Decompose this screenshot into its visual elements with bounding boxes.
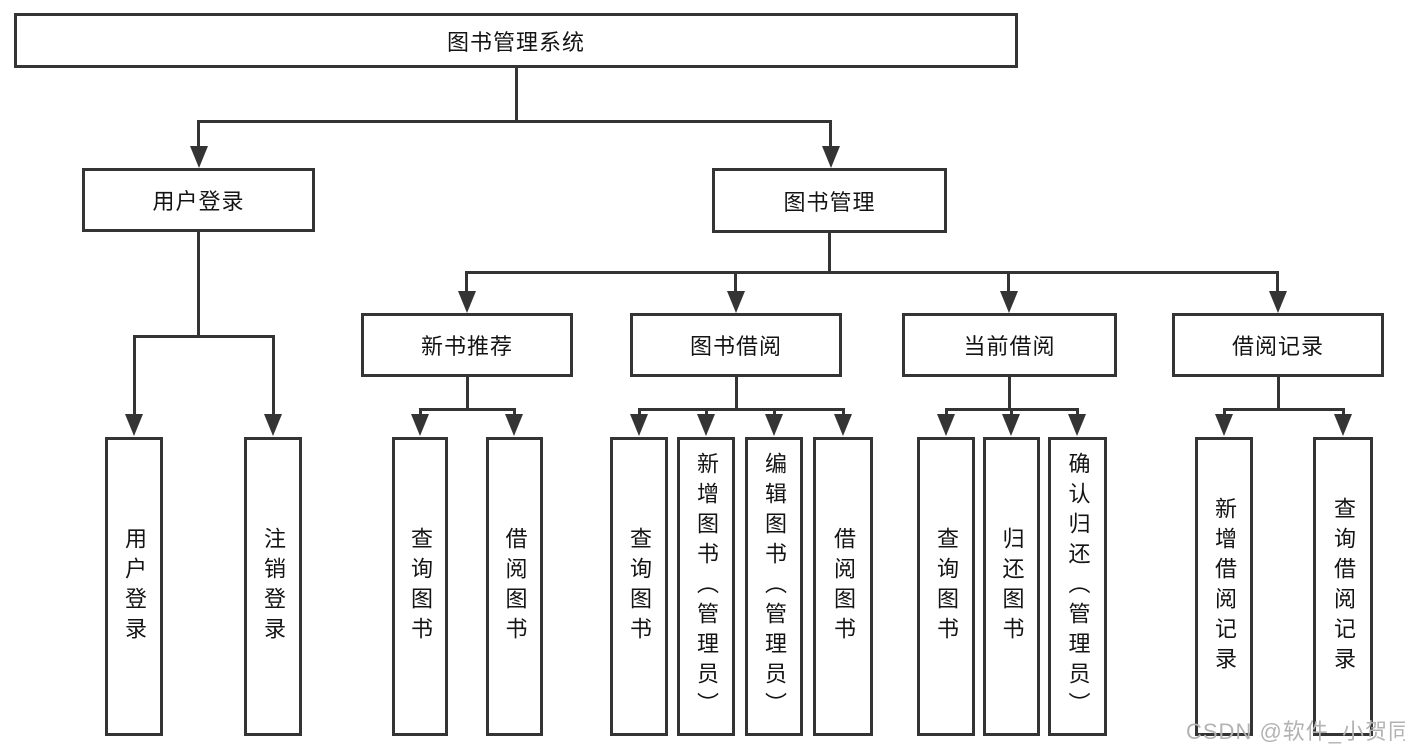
arrow-down-icon <box>1002 414 1020 436</box>
connector-line <box>829 120 832 146</box>
csdn-watermark: CSDN @软件_小贺同学 <box>1186 719 1405 744</box>
connector-line <box>1223 408 1226 416</box>
leaf-label: 注销登录 <box>261 526 286 647</box>
leaf-label: 新增借阅记录 <box>1212 496 1237 677</box>
connector-line <box>1010 408 1013 416</box>
leaf-logout: 注销登录 <box>244 437 302 736</box>
leaf-add-books-admin: 新增图书（管理员） <box>677 437 735 736</box>
connector-line <box>638 408 845 411</box>
connector-line <box>197 231 200 335</box>
connector-line <box>638 408 641 416</box>
connector-line <box>1076 408 1079 416</box>
connector-line <box>465 271 1279 274</box>
arrow-down-icon <box>264 414 282 436</box>
leaf-label: 查询图书 <box>408 526 433 647</box>
arrow-down-icon <box>630 414 648 436</box>
connector-line <box>515 67 518 120</box>
arrow-down-icon <box>1000 291 1018 313</box>
leaf-query-books: 查询图书 <box>610 437 668 736</box>
node-library-management-system: 图书管理系统 <box>14 13 1018 68</box>
connector-line <box>734 271 737 291</box>
leaf-label: 查询图书 <box>934 526 959 647</box>
connector-line <box>466 376 469 408</box>
leaf-query-borrow-record: 查询借阅记录 <box>1313 437 1373 736</box>
connector-line <box>1277 376 1280 408</box>
connector-line <box>133 335 136 414</box>
arrow-down-icon <box>458 291 476 313</box>
node-book-borrowing: 图书借阅 <box>630 313 842 377</box>
arrow-down-icon <box>1334 414 1352 436</box>
arrow-down-icon <box>411 414 429 436</box>
connector-line <box>735 376 738 408</box>
leaf-return-books: 归还图书 <box>983 437 1040 736</box>
connector-line <box>465 271 468 291</box>
arrow-down-icon <box>1215 414 1233 436</box>
leaf-label: 新增图书（管理员） <box>694 451 719 722</box>
arrow-down-icon <box>765 414 783 436</box>
leaf-label: 用户登录 <box>122 526 147 647</box>
node-new-book-recommendation: 新书推荐 <box>361 313 573 377</box>
node-user-login: 用户登录 <box>82 168 315 232</box>
connector-line <box>1007 271 1010 291</box>
arrow-down-icon <box>1269 291 1287 313</box>
node-borrowing-records: 借阅记录 <box>1172 313 1384 377</box>
arrow-down-icon <box>822 146 840 168</box>
connector-line <box>197 120 832 123</box>
connector-line <box>513 408 516 416</box>
leaf-borrow-books: 借阅图书 <box>813 437 873 736</box>
leaf-query-books: 查询图书 <box>917 437 975 736</box>
leaf-label: 借阅图书 <box>502 526 528 647</box>
connector-line <box>272 335 275 414</box>
leaf-edit-books-admin: 编辑图书（管理员） <box>745 437 803 736</box>
leaf-label: 确认归还（管理员） <box>1065 451 1091 722</box>
connector-line <box>1008 376 1011 408</box>
arrow-down-icon <box>834 414 852 436</box>
connector-line <box>1342 408 1345 416</box>
arrow-down-icon <box>125 414 143 436</box>
connector-line <box>705 408 708 416</box>
node-current-borrowing: 当前借阅 <box>902 313 1117 377</box>
arrow-down-icon <box>727 291 745 313</box>
node-book-management: 图书管理 <box>712 168 947 233</box>
arrow-down-icon <box>1068 414 1086 436</box>
leaf-borrow-books: 借阅图书 <box>486 437 543 736</box>
leaf-label: 查询借阅记录 <box>1331 496 1356 677</box>
connector-line <box>419 408 516 411</box>
arrow-down-icon <box>190 146 208 168</box>
connector-line <box>133 335 275 338</box>
leaf-label: 编辑图书（管理员） <box>762 451 787 722</box>
leaf-query-books: 查询图书 <box>392 437 448 736</box>
connector-line <box>945 408 948 416</box>
connector-line <box>842 408 845 416</box>
arrow-down-icon <box>937 414 955 436</box>
connector-line <box>197 120 200 146</box>
leaf-confirm-return-admin: 确认归还（管理员） <box>1048 437 1107 736</box>
leaf-label: 查询图书 <box>627 526 652 647</box>
connector-line <box>419 408 422 416</box>
leaf-user-login: 用户登录 <box>105 437 163 736</box>
leaf-label: 归还图书 <box>999 526 1025 647</box>
connector-line <box>828 232 831 271</box>
leaf-label: 借阅图书 <box>831 526 856 647</box>
connector-line <box>1276 271 1279 291</box>
connector-line <box>1223 408 1344 411</box>
arrow-down-icon <box>697 414 715 436</box>
leaf-add-borrow-record: 新增借阅记录 <box>1195 437 1253 736</box>
arrow-down-icon <box>505 414 523 436</box>
connector-line <box>773 408 776 416</box>
